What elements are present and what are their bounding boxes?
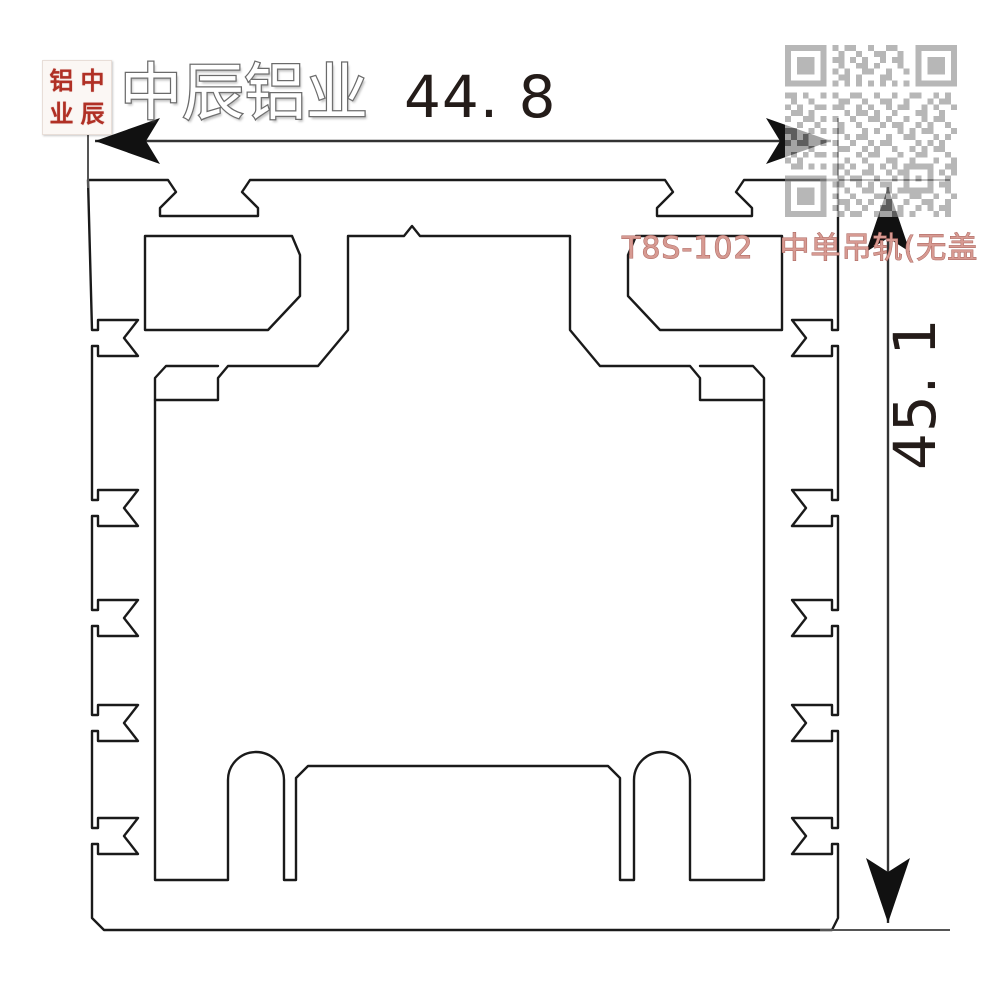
- company-seal-stamp-icon: 铝 中 业 辰: [42, 60, 112, 135]
- right-inner-web-path: [698, 364, 766, 402]
- left-inner-web-path: [153, 364, 220, 402]
- upper-left-chamber-path: [143, 234, 302, 332]
- seal-char-4: 辰: [80, 98, 105, 128]
- height-arrowhead-top: [866, 187, 910, 252]
- product-label: T8S-102 中单吊轨(无盖: [622, 231, 979, 266]
- seal-char-1: 铝: [49, 66, 74, 96]
- product-name: 中单吊轨(无盖: [779, 231, 979, 266]
- seal-char-3: 业: [49, 98, 74, 128]
- height-dimension-value: 45. 1: [881, 317, 949, 470]
- height-dimension-group: [820, 179, 950, 931]
- profile-inner-cavity-path: [153, 224, 766, 882]
- height-arrowhead-bottom: [866, 858, 910, 923]
- width-dimension-value: 44. 8: [404, 63, 557, 131]
- upper-right-chamber-path: [626, 234, 784, 332]
- company-watermark-title: 中辰铝业: [119, 56, 370, 129]
- product-code: T8S-102: [622, 231, 754, 266]
- width-arrowhead-left: [95, 118, 160, 164]
- profile-outline: [86, 178, 840, 932]
- seal-char-2: 中: [80, 66, 105, 96]
- qr-code-watermark-icon: [785, 45, 957, 217]
- profile-outer-path: [86, 178, 840, 932]
